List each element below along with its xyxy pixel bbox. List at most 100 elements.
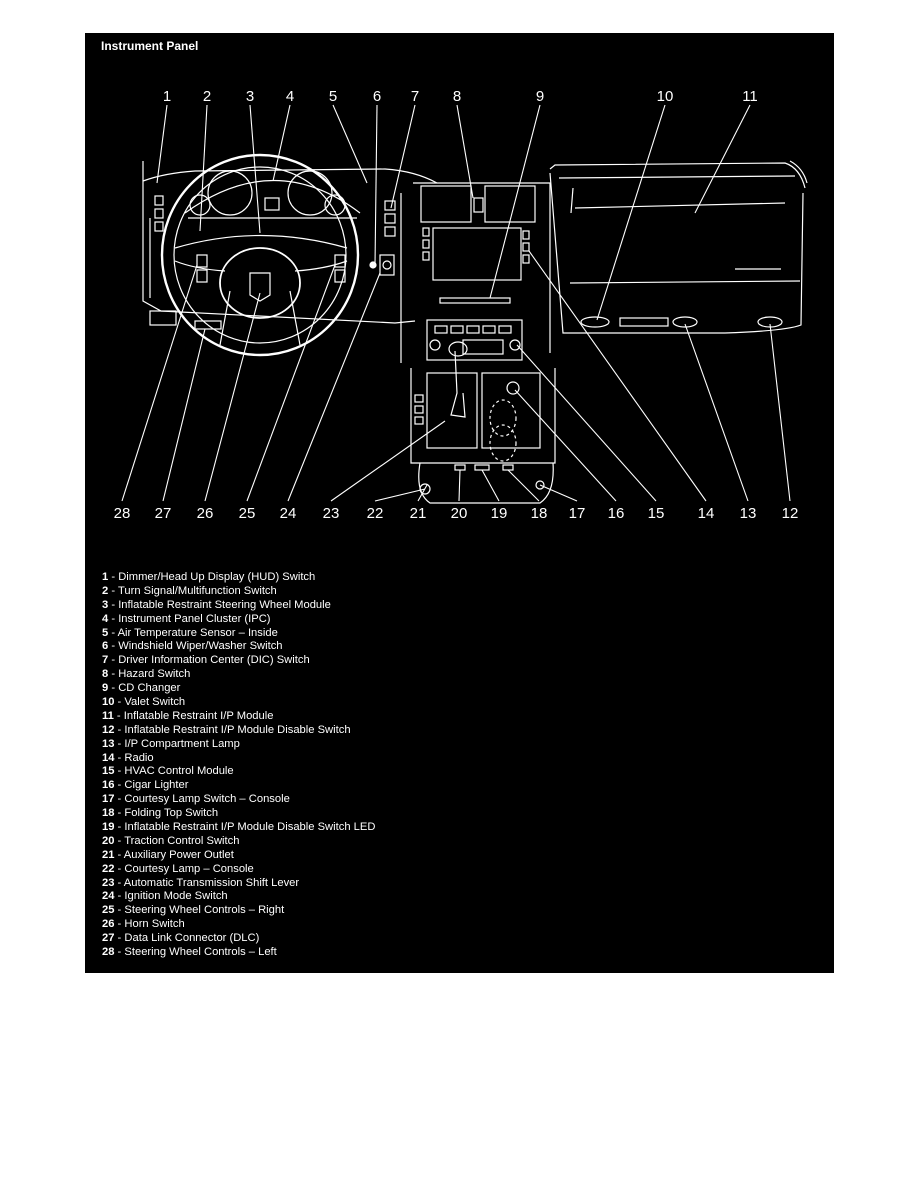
legend-separator: - xyxy=(114,821,125,834)
legend-text: Valet Switch xyxy=(124,696,186,709)
legend-item: 5 - Air Temperature Sensor – Inside xyxy=(102,627,375,641)
legend-text: Inflatable Restraint Steering Wheel Modu… xyxy=(118,598,331,611)
legend-item: 19 - Inflatable Restraint I/P Module Dis… xyxy=(102,821,375,835)
legend-separator: - xyxy=(114,765,125,778)
legend-number: 1 xyxy=(102,571,109,583)
legend-separator: - xyxy=(114,904,125,917)
legend-separator: - xyxy=(108,571,119,583)
legend-item: 18 - Folding Top Switch xyxy=(102,807,375,821)
legend-text: Inflatable Restraint I/P Module Disable … xyxy=(124,821,376,834)
legend-text: CD Changer xyxy=(118,682,181,695)
legend-item: 14 - Radio xyxy=(102,752,375,766)
legend-number: 27 xyxy=(102,932,115,945)
legend-separator: - xyxy=(108,612,119,625)
instrument-panel-diagram: 1 2 3 4 5 6 7 8 9 10 11 28 27 26 25 24 2… xyxy=(114,88,808,522)
legend-number: 7 xyxy=(102,654,109,667)
callout-label: 28 xyxy=(114,505,131,522)
callout-label: 9 xyxy=(536,88,544,105)
legend-number: 17 xyxy=(102,793,115,806)
legend-number: 14 xyxy=(102,751,115,764)
callout-label: 8 xyxy=(453,88,461,105)
legend-text: Ignition Mode Switch xyxy=(124,890,228,903)
diagram-panel: 1 2 3 4 5 6 7 8 9 10 11 28 27 26 25 24 2… xyxy=(85,33,834,973)
legend-item: 13 - I/P Compartment Lamp xyxy=(102,738,375,752)
legend-item: 21 - Auxiliary Power Outlet xyxy=(102,849,375,863)
legend-text: Hazard Switch xyxy=(118,668,191,681)
legend-item: 6 - Windshield Wiper/Washer Switch xyxy=(102,640,375,654)
legend-number: 28 xyxy=(102,946,115,959)
callout-label: 5 xyxy=(329,88,337,105)
legend-item: 10 - Valet Switch xyxy=(102,696,375,710)
legend-number: 22 xyxy=(102,862,115,875)
legend-separator: - xyxy=(114,807,125,820)
legend-separator: - xyxy=(108,584,118,597)
legend-text: Folding Top Switch xyxy=(124,807,219,820)
legend-number: 19 xyxy=(102,821,115,834)
legend-text: I/P Compartment Lamp xyxy=(124,737,240,750)
callout-label: 20 xyxy=(451,505,468,522)
callout-label: 27 xyxy=(155,505,172,522)
legend-number: 4 xyxy=(102,612,109,625)
legend-separator: - xyxy=(114,779,125,792)
legend-number: 11 xyxy=(102,709,114,722)
callout-label: 4 xyxy=(286,88,294,105)
legend-separator: - xyxy=(108,598,119,611)
legend-text: Auxiliary Power Outlet xyxy=(123,848,234,861)
legend-number: 9 xyxy=(102,682,109,695)
legend-item: 24 - Ignition Mode Switch xyxy=(102,890,375,904)
legend-text: Air Temperature Sensor – Inside xyxy=(117,626,278,639)
legend-separator: - xyxy=(114,751,125,764)
legend-item: 16 - Cigar Lighter xyxy=(102,779,375,793)
legend-separator: - xyxy=(108,682,119,695)
legend-text: Traction Control Switch xyxy=(124,834,240,847)
legend-item: 3 - Inflatable Restraint Steering Wheel … xyxy=(102,599,375,613)
legend-number: 3 xyxy=(102,598,109,611)
legend-text: Courtesy Lamp Switch – Console xyxy=(124,793,290,806)
callout-label: 2 xyxy=(203,88,211,105)
callout-label: 1 xyxy=(163,88,171,105)
legend-separator: - xyxy=(114,793,125,806)
legend-number: 23 xyxy=(102,876,115,889)
callout-numbers: 1 2 3 4 5 6 7 8 9 10 11 28 27 26 25 24 2… xyxy=(114,88,799,522)
legend-text: Horn Switch xyxy=(124,918,185,931)
callout-label: 12 xyxy=(782,505,799,522)
legend-separator: - xyxy=(114,918,125,931)
legend-item: 28 - Steering Wheel Controls – Left xyxy=(102,946,375,960)
legend-item: 23 - Automatic Transmission Shift Lever xyxy=(102,877,375,891)
callout-label: 17 xyxy=(569,505,586,522)
legend-number: 6 xyxy=(102,640,109,653)
legend-text: Driver Information Center (DIC) Switch xyxy=(118,654,310,667)
callout-label: 14 xyxy=(698,505,715,522)
legend-separator: - xyxy=(114,737,125,750)
dashboard-drawing xyxy=(142,153,808,504)
legend-separator: - xyxy=(114,876,124,889)
panel-title: Instrument Panel xyxy=(101,39,199,53)
legend-separator: - xyxy=(114,932,125,945)
legend-separator: - xyxy=(114,834,125,847)
legend-text: Dimmer/Head Up Display (HUD) Switch xyxy=(118,571,316,583)
legend-item: 26 - Horn Switch xyxy=(102,918,375,932)
legend-separator: - xyxy=(114,696,125,709)
legend-number: 8 xyxy=(102,668,109,681)
legend-text: Cigar Lighter xyxy=(124,779,189,792)
legend-text: Automatic Transmission Shift Lever xyxy=(123,876,300,889)
legend-number: 12 xyxy=(102,723,115,736)
legend-item: 4 - Instrument Panel Cluster (IPC) xyxy=(102,613,375,627)
callout-label: 13 xyxy=(740,505,757,522)
legend-separator: - xyxy=(113,709,124,722)
callout-label: 6 xyxy=(373,88,381,105)
legend-item: 8 - Hazard Switch xyxy=(102,668,375,682)
legend-number: 25 xyxy=(102,904,115,917)
callout-label: 11 xyxy=(742,88,758,105)
legend-text: Instrument Panel Cluster (IPC) xyxy=(118,612,271,625)
legend-text: Turn Signal/Multifunction Switch xyxy=(117,584,277,597)
callout-label: 23 xyxy=(323,505,340,522)
legend-text: Courtesy Lamp – Console xyxy=(124,862,254,875)
callout-label: 10 xyxy=(657,88,674,105)
callout-label: 15 xyxy=(648,505,665,522)
legend-item: 17 - Courtesy Lamp Switch – Console xyxy=(102,793,375,807)
callout-label: 21 xyxy=(410,505,427,522)
legend-item: 15 - HVAC Control Module xyxy=(102,765,375,779)
legend-number: 16 xyxy=(102,779,115,792)
legend-number: 21 xyxy=(102,848,115,861)
